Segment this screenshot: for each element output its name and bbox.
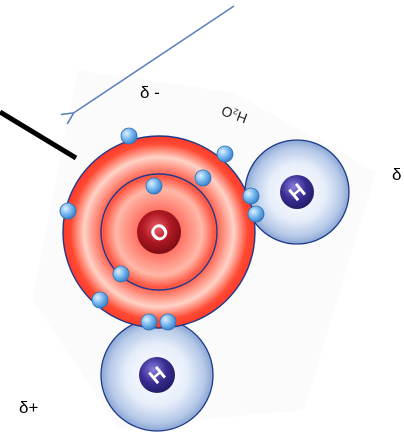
electron-dot-icon — [120, 127, 138, 145]
electron-dot-icon — [247, 205, 265, 223]
electron-dot-icon — [112, 265, 130, 283]
pointer-arrow — [72, 5, 235, 114]
electron-dot-icon — [91, 291, 109, 309]
electron-dot-icon — [242, 187, 260, 205]
hydrogen-atom-right: H — [244, 139, 350, 245]
electron-dot-icon — [145, 177, 163, 195]
electron-dot-icon — [59, 202, 77, 220]
hydrogen-bottom-partial-charge: δ+ — [19, 398, 38, 417]
hydrogen-atom-bottom: H — [100, 318, 214, 432]
electron-dot-icon — [140, 313, 158, 331]
electrons — [59, 127, 265, 331]
oxygen-partial-charge: δ - — [140, 83, 160, 102]
electron-dot-icon — [194, 169, 212, 187]
electron-dot-icon — [216, 145, 234, 163]
electron-dot-icon — [159, 313, 177, 331]
hydrogen-right-partial-charge: δ — [392, 165, 401, 184]
leader-line — [0, 109, 78, 161]
